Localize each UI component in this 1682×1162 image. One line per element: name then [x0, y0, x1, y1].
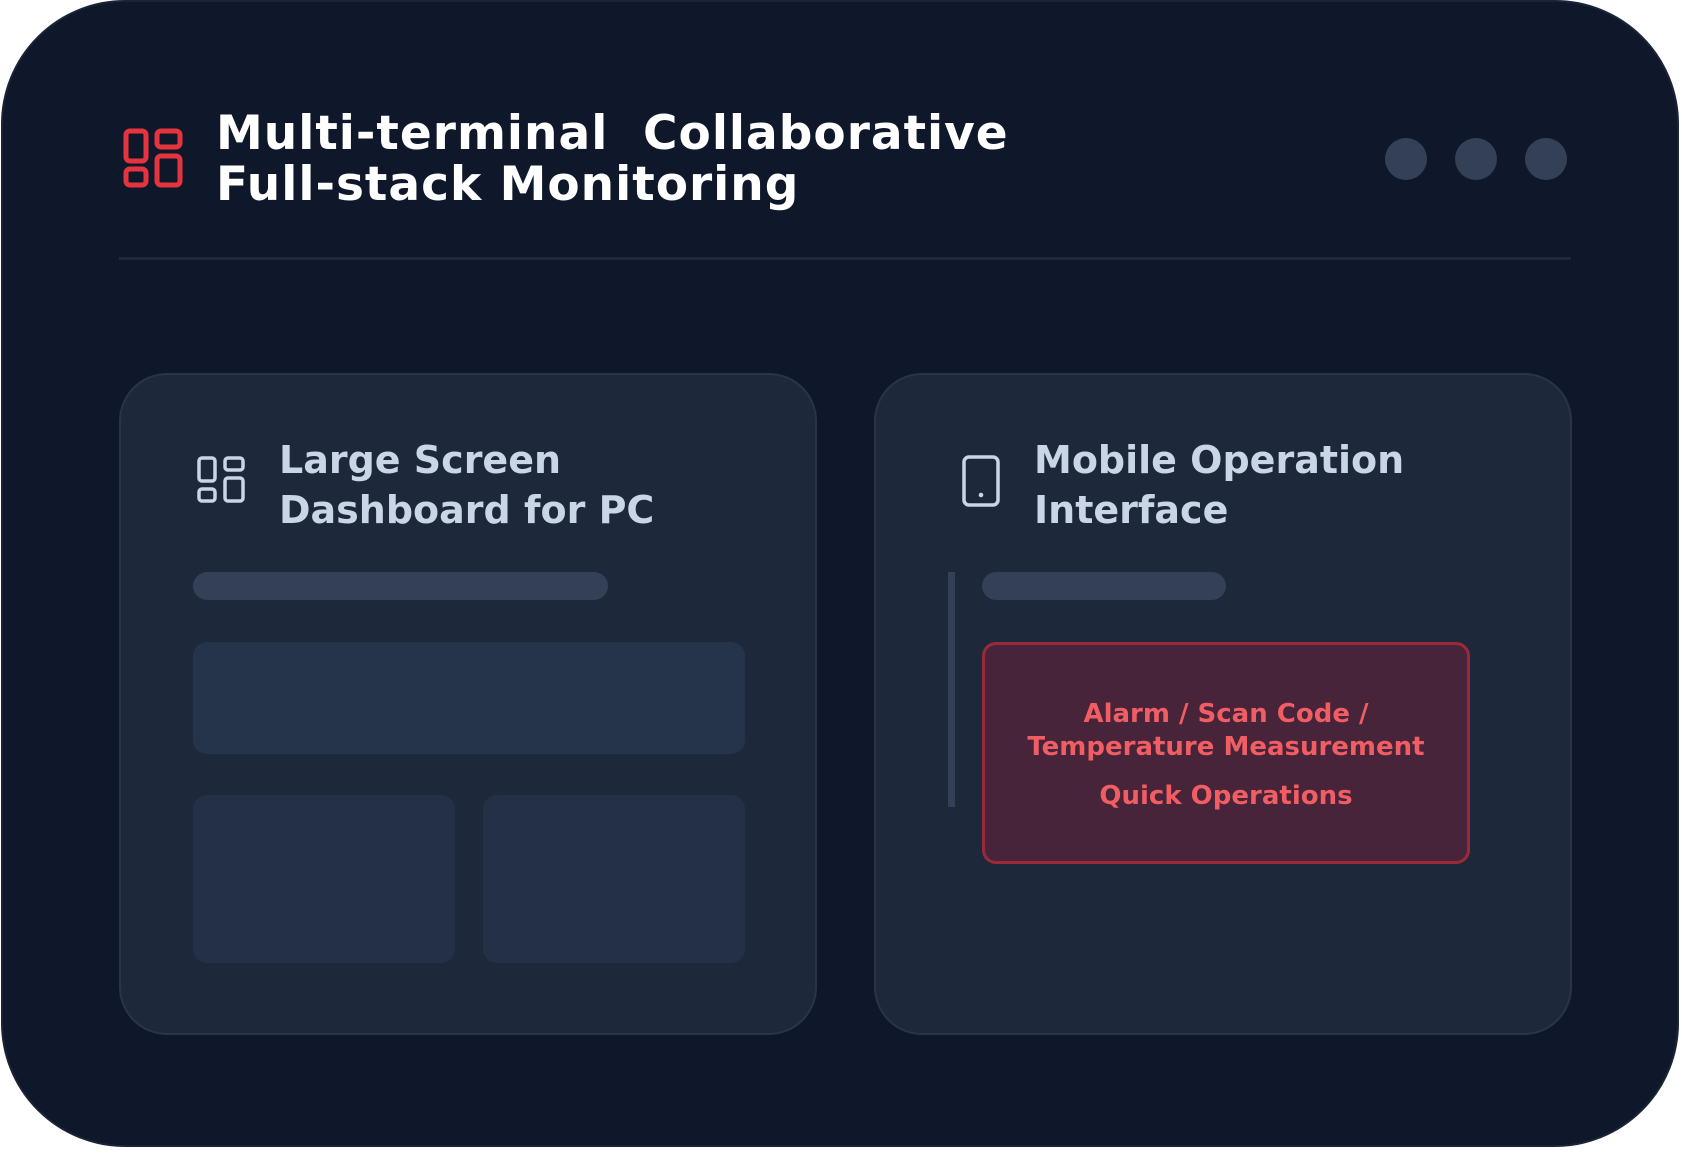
- quick-operations-desc: Alarm / Scan Code / Temperature Measurem…: [985, 698, 1467, 764]
- pc-card-title: Large Screen Dashboard for PC: [279, 435, 654, 535]
- alert-text-line1: Alarm / Scan Code /: [1083, 699, 1369, 729]
- window-controls: [1385, 138, 1567, 180]
- window-dot[interactable]: [1455, 138, 1497, 180]
- skeleton-block-left: [193, 795, 455, 963]
- pc-dashboard-card: Large Screen Dashboard for PC: [119, 373, 817, 1035]
- skeleton-bar: [982, 572, 1226, 600]
- page-title: Multi-terminal Collaborative Full-stack …: [216, 108, 1009, 210]
- mobile-operation-card: Mobile Operation Interface Alarm / Scan …: [874, 373, 1572, 1035]
- skeleton-block-right: [483, 795, 745, 963]
- dashboard-grid-icon: [123, 128, 183, 188]
- skeleton-block-wide: [193, 642, 745, 754]
- mobile-card-title: Mobile Operation Interface: [1034, 435, 1404, 535]
- window-dot[interactable]: [1385, 138, 1427, 180]
- pc-card-title-line2: Dashboard for PC: [279, 488, 655, 532]
- quick-operations-panel[interactable]: Alarm / Scan Code / Temperature Measurem…: [982, 642, 1470, 864]
- quick-operations-label: Quick Operations: [1099, 781, 1353, 811]
- dashboard-grid-icon: [197, 456, 245, 503]
- mobile-card-title-line2: Interface: [1034, 488, 1229, 532]
- alert-text-line2: Temperature Measurement: [1027, 732, 1425, 762]
- page-title-line1: Multi-terminal Collaborative: [216, 106, 1009, 161]
- window-dot[interactable]: [1525, 138, 1567, 180]
- header-divider: [119, 257, 1571, 260]
- skeleton-bar: [193, 572, 608, 600]
- pc-card-title-line1: Large Screen: [279, 438, 562, 482]
- mobile-card-title-line1: Mobile Operation: [1034, 438, 1405, 482]
- timeline-line: [948, 572, 955, 807]
- page-title-line2: Full-stack Monitoring: [216, 157, 800, 212]
- tablet-icon: [962, 455, 1000, 507]
